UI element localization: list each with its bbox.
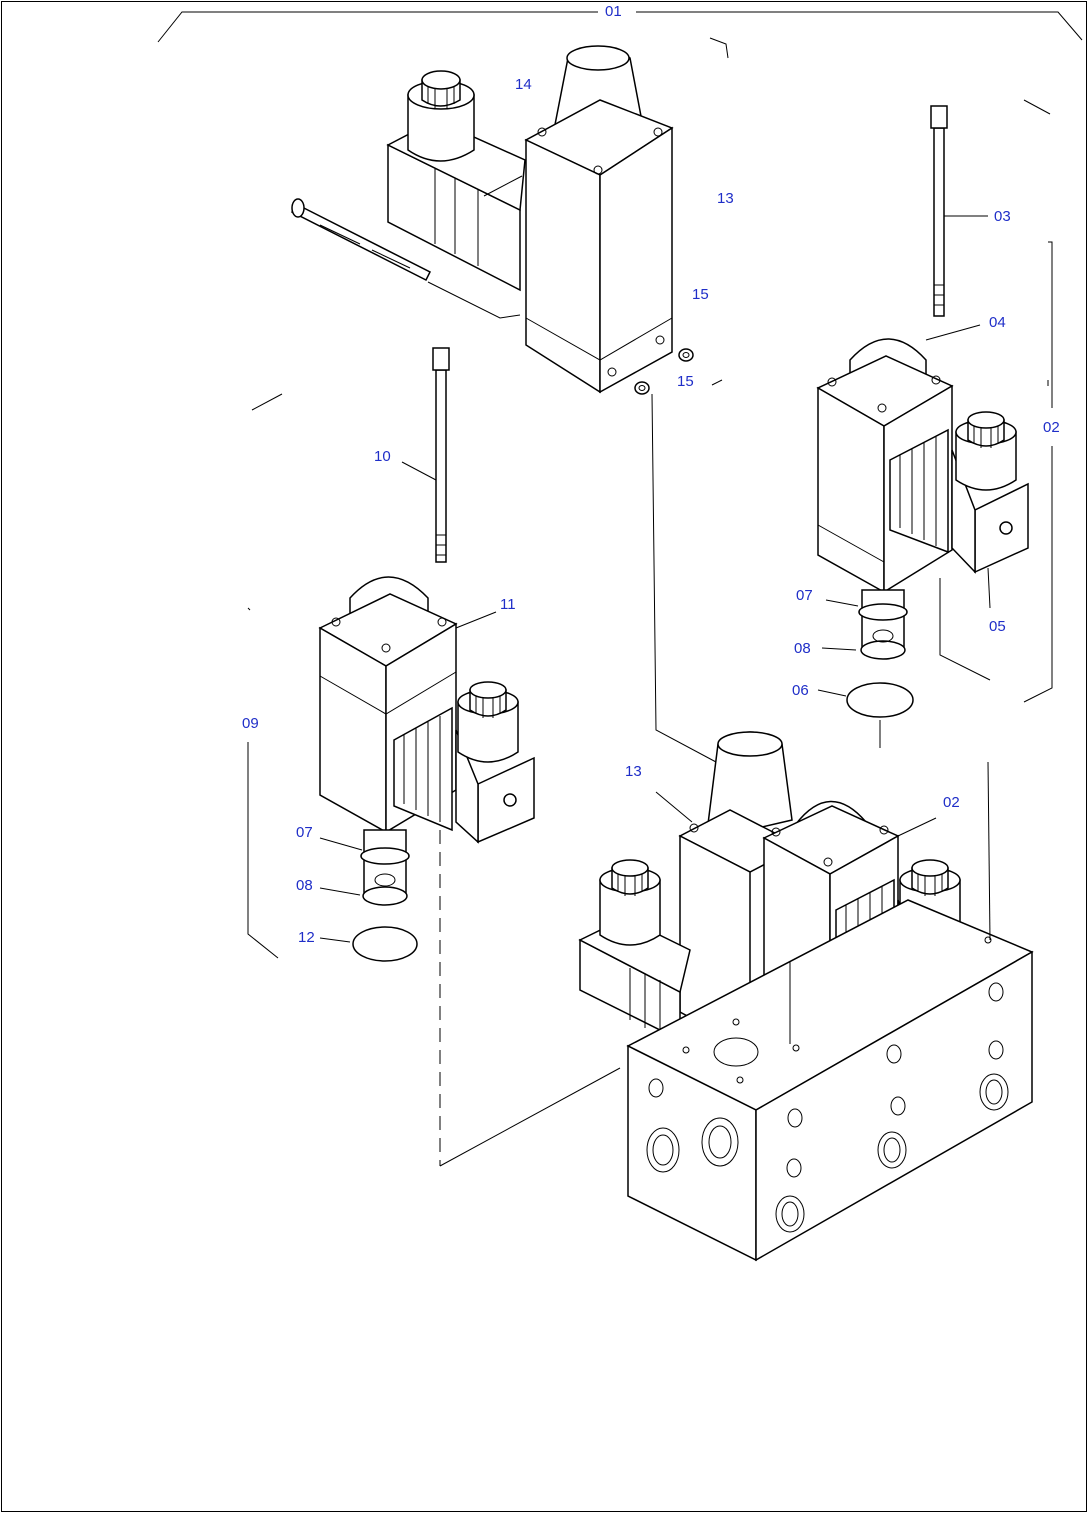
callout-08-right: 08	[792, 640, 813, 657]
bracket-01-lines	[157, 11, 1083, 115]
callout-07-left: 07	[294, 824, 315, 841]
callout-06: 06	[790, 682, 811, 699]
callout-15-a: 15	[690, 286, 711, 303]
right-valve-assembly	[816, 105, 1053, 748]
guide-line-13	[651, 393, 717, 763]
callout-10: 10	[372, 448, 393, 465]
callout-03: 03	[992, 208, 1013, 225]
top-valve-assembly	[290, 45, 723, 395]
callout-01: 01	[603, 3, 624, 20]
callout-02-bottom: 02	[941, 794, 962, 811]
callout-15-b: 15	[675, 373, 696, 390]
callout-08-left: 08	[294, 877, 315, 894]
callout-09: 09	[240, 715, 261, 732]
callout-13-bottom: 13	[623, 763, 644, 780]
callout-13-top: 13	[715, 190, 736, 207]
manifold-assembly	[578, 731, 1034, 1262]
callout-12: 12	[296, 929, 317, 946]
callout-02-right: 02	[1041, 419, 1062, 436]
callout-05: 05	[987, 618, 1008, 635]
callout-04: 04	[987, 314, 1008, 331]
left-valve-assembly	[247, 347, 621, 1167]
callout-07-right: 07	[794, 587, 815, 604]
callout-14: 14	[513, 76, 534, 93]
callout-11: 11	[498, 596, 518, 613]
